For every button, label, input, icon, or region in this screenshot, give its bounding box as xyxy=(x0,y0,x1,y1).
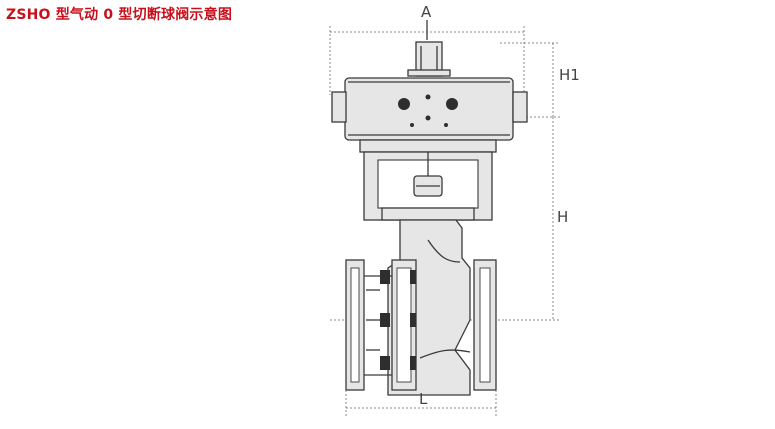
actuator-body xyxy=(331,77,528,153)
dimension-h: H xyxy=(505,117,568,321)
page-title: ZSHO 型气动 0 型切断球阀示意图 xyxy=(6,7,233,23)
left-flange xyxy=(345,259,417,391)
right-flange xyxy=(473,259,497,391)
dimension-label-l: L xyxy=(419,390,428,408)
mounting-bracket xyxy=(363,151,493,221)
dimension-label-a: A xyxy=(421,3,432,21)
top-shaft xyxy=(407,41,451,77)
dimension-l: L xyxy=(345,390,497,416)
dimension-label-h: H xyxy=(557,208,568,226)
dimension-label-h1: H1 xyxy=(559,66,580,84)
dimension-h1: H1 xyxy=(500,42,580,118)
dimension-a: A xyxy=(329,3,525,95)
